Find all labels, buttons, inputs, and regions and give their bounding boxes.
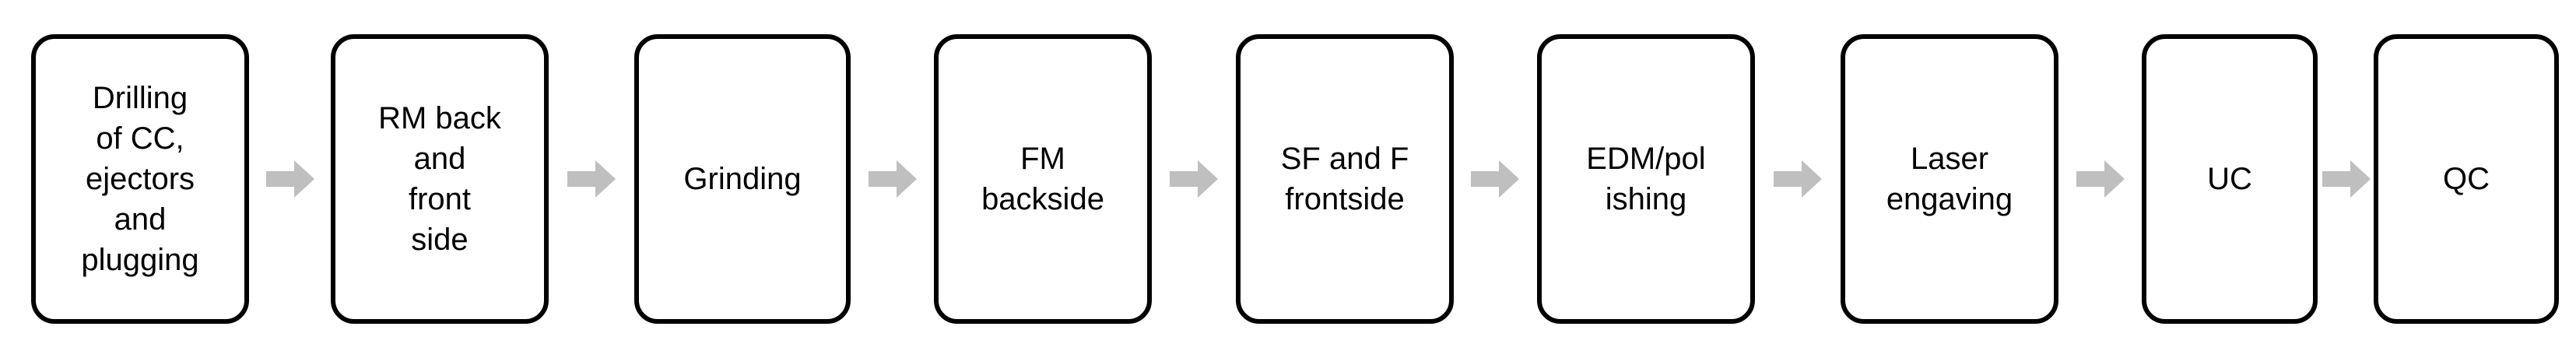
process-step-5[interactable]: SF and F frontside xyxy=(1236,34,1454,324)
right-block-arrow-icon xyxy=(2076,160,2125,198)
right-block-arrow-icon xyxy=(1774,160,1822,198)
process-step-4-label: FM backside xyxy=(981,142,1104,216)
process-step-9[interactable]: QC xyxy=(2374,34,2559,324)
process-step-8-label: UC xyxy=(2207,162,2252,196)
right-block-arrow-icon xyxy=(567,160,616,198)
right-block-arrow-icon xyxy=(1170,160,1218,198)
right-block-arrow-icon xyxy=(2322,160,2371,198)
process-step-3[interactable]: Grinding xyxy=(634,34,851,324)
process-step-7[interactable]: Laser engaving xyxy=(1841,34,2058,324)
process-step-6[interactable]: EDM/pol ishing xyxy=(1537,34,1755,324)
right-block-arrow-icon xyxy=(1471,160,1519,198)
process-step-3-label: Grinding xyxy=(683,162,802,196)
process-step-1[interactable]: Drilling of CC, ejectors and plugging xyxy=(31,34,249,324)
right-block-arrow-icon xyxy=(869,160,917,198)
process-step-9-label: QC xyxy=(2443,162,2490,196)
process-step-1-label: Drilling of CC, ejectors and plugging xyxy=(81,81,199,277)
process-step-2-label: RM back and front side xyxy=(378,101,501,257)
process-step-2[interactable]: RM back and front side xyxy=(331,34,549,324)
process-step-4[interactable]: FM backside xyxy=(934,34,1152,324)
process-step-8[interactable]: UC xyxy=(2142,34,2318,324)
process-step-6-label: EDM/pol ishing xyxy=(1586,142,1706,216)
process-step-7-label: Laser engaving xyxy=(1886,142,2013,216)
right-block-arrow-icon xyxy=(266,160,314,198)
process-step-5-label: SF and F frontside xyxy=(1280,142,1409,216)
